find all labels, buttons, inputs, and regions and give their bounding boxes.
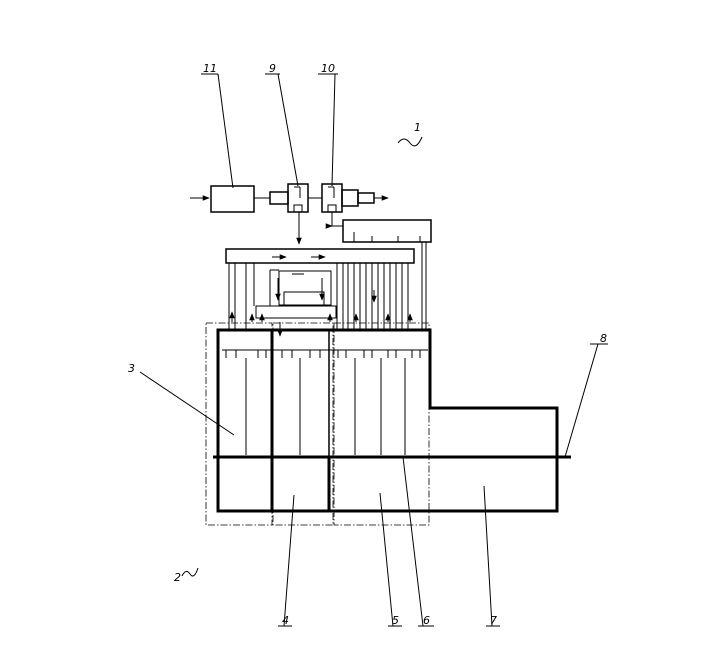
reference-numerals: 11 9 10 1 3 8 2 4 5 6 7 — [128, 62, 607, 627]
label-11: 11 — [203, 62, 217, 75]
label-9: 9 — [269, 62, 276, 75]
tilde-1 — [397, 136, 423, 147]
leader-lines — [139, 73, 608, 627]
stub-9-left — [269, 191, 289, 205]
label-3: 3 — [128, 362, 135, 375]
tilde-2 — [181, 567, 199, 577]
label-2: 2 — [174, 571, 181, 584]
zone-left — [205, 322, 273, 526]
control-chain — [190, 183, 389, 245]
label-4: 4 — [282, 614, 289, 627]
label-6: 6 — [423, 614, 430, 627]
valve-10 — [321, 183, 343, 213]
header-distributor — [225, 248, 415, 337]
collector-box — [342, 219, 432, 330]
zone-right — [333, 322, 430, 526]
label-10: 10 — [321, 62, 335, 75]
label-1: 1 — [414, 121, 421, 134]
block-11 — [210, 185, 255, 213]
nozzles — [225, 350, 421, 358]
actuator-10 — [341, 189, 359, 207]
main-vessel — [213, 328, 571, 513]
label-5: 5 — [392, 614, 399, 627]
valve-9 — [287, 183, 309, 213]
label-7: 7 — [490, 614, 497, 627]
label-8: 8 — [600, 332, 607, 345]
